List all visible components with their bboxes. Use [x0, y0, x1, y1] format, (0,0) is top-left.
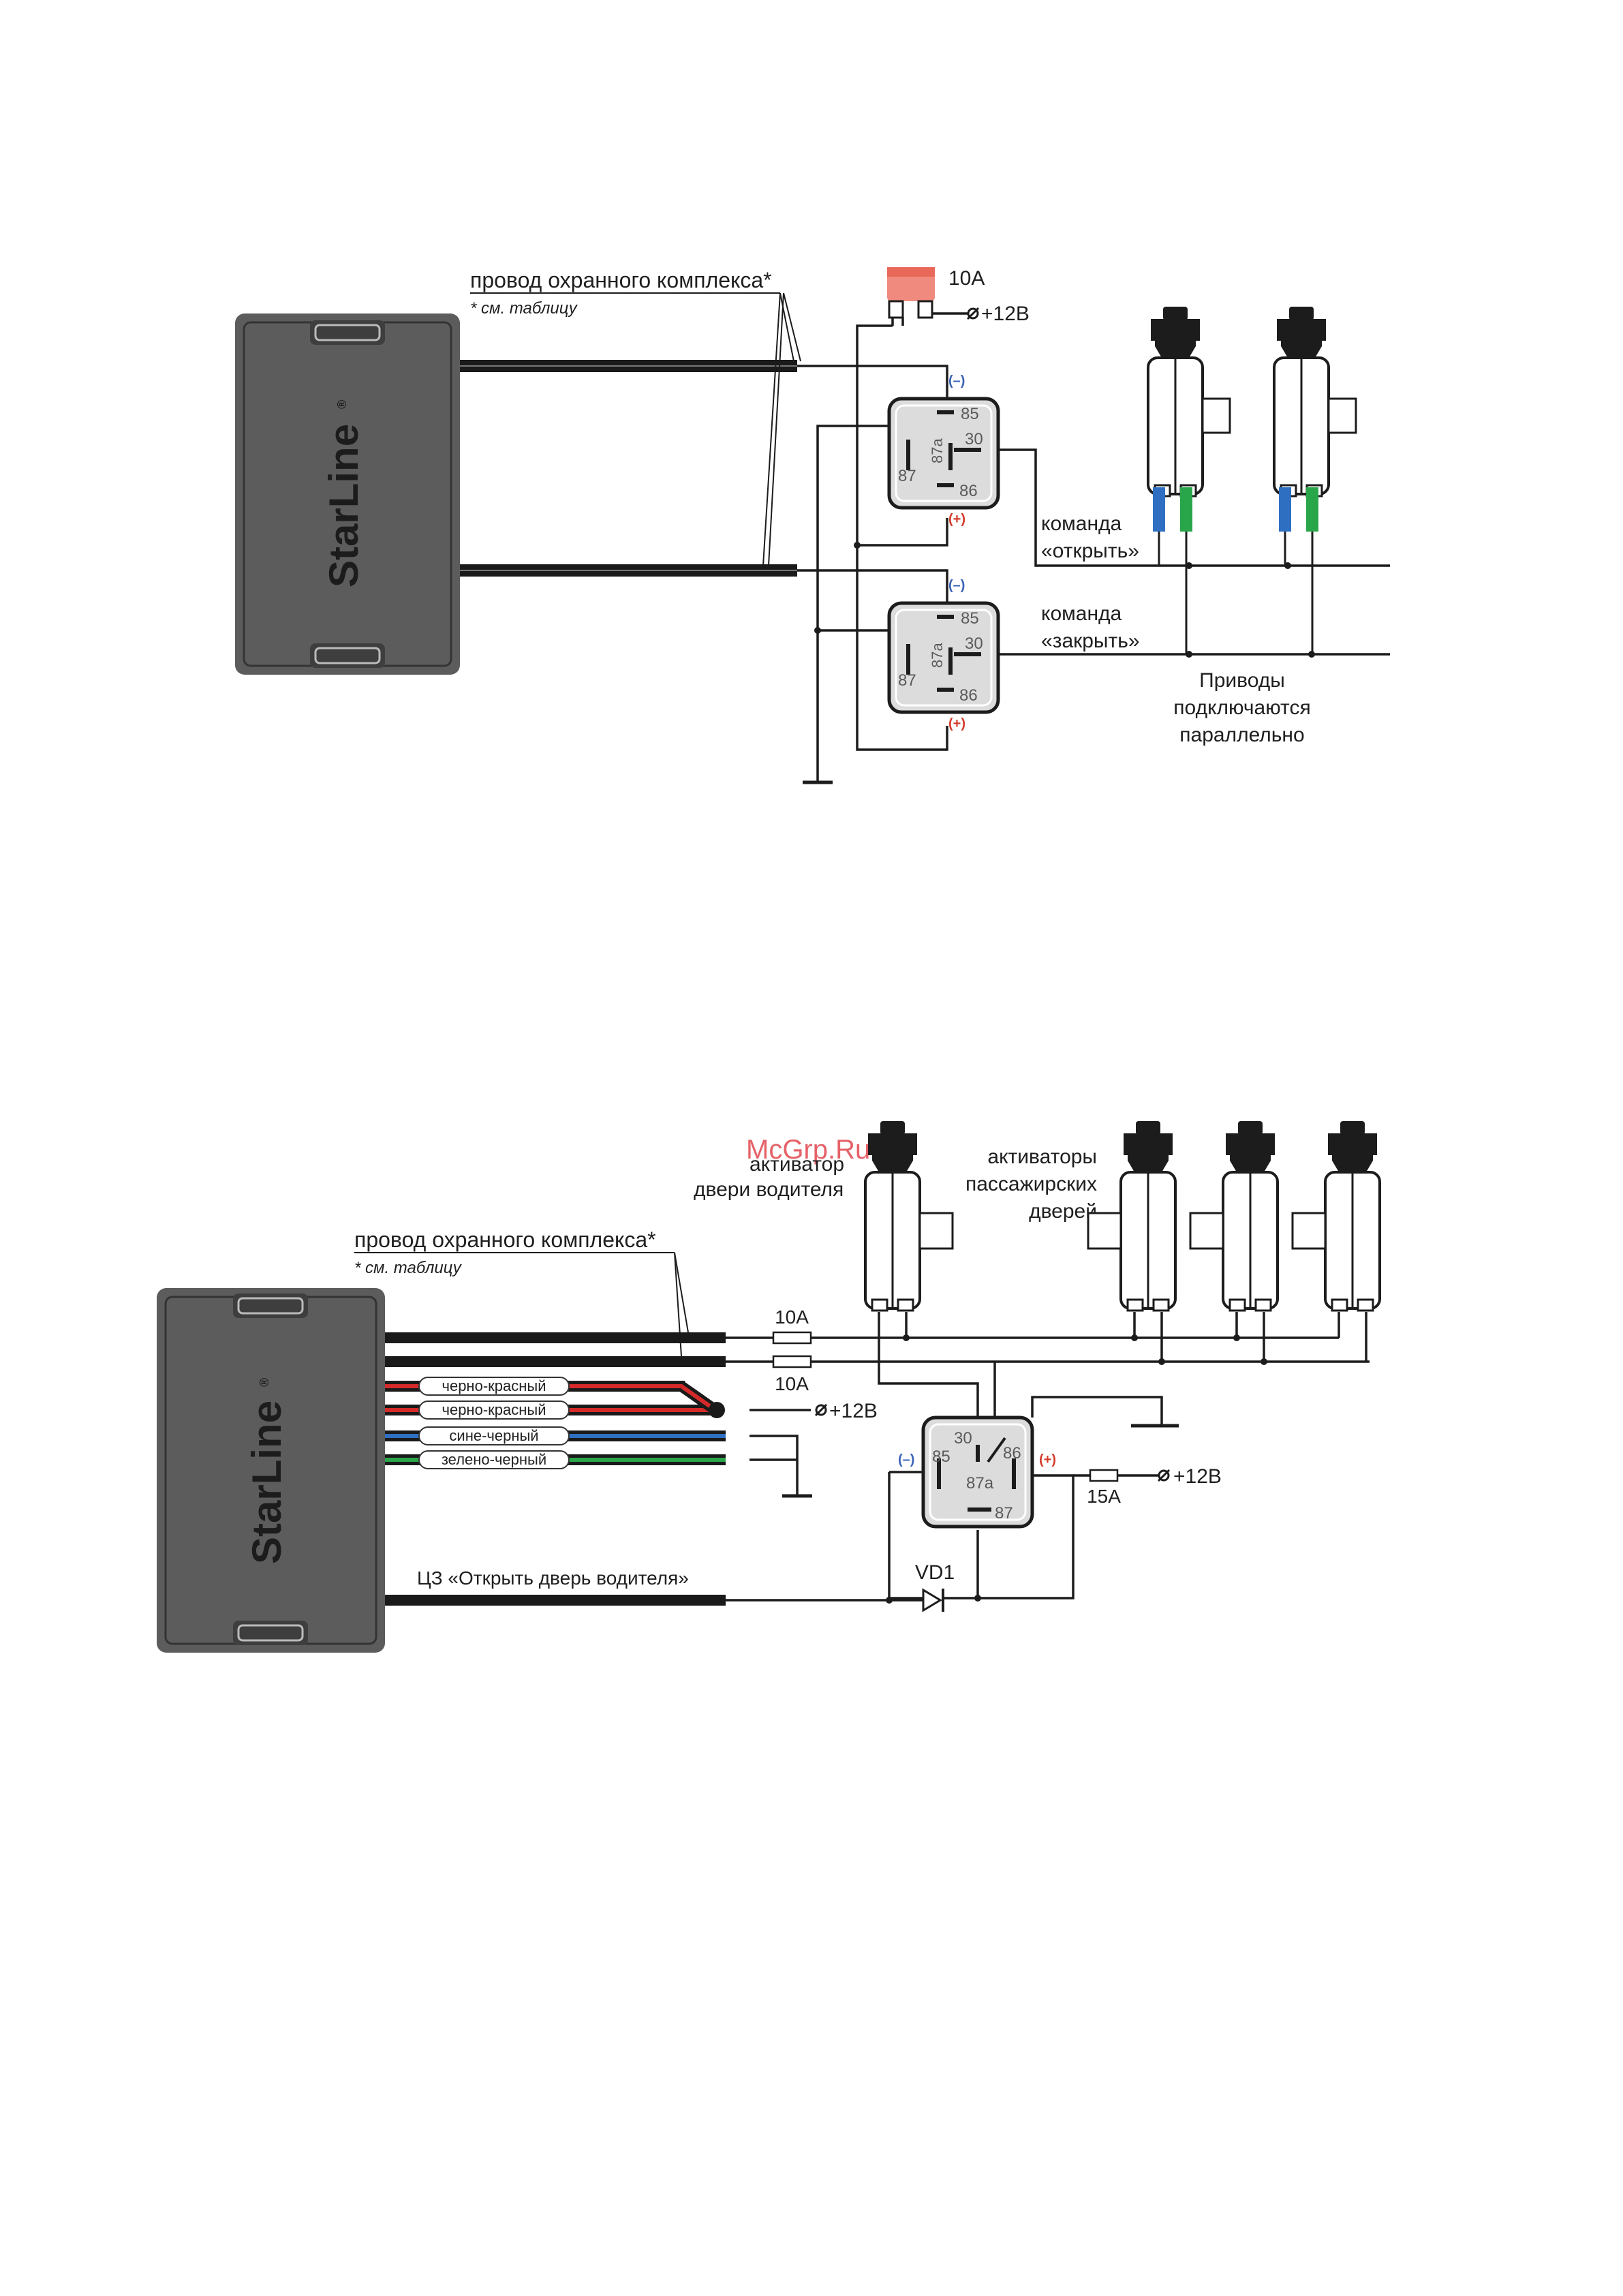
note-line3: параллельно [1179, 724, 1304, 746]
fuse-10a-1 [887, 267, 935, 319]
pin-86-label: 86 [959, 686, 978, 705]
plus12-label-a: +12В [829, 1400, 878, 1422]
pin-30-label: 30 [965, 634, 983, 653]
passenger-actuator-3 [1291, 1120, 1381, 1312]
see-table-note-1: * см. таблицу [470, 299, 578, 318]
reg-mark-2: ® [258, 1378, 271, 1387]
minus-label: (–) [898, 1452, 914, 1467]
reg-mark-1: ® [335, 400, 349, 409]
driver-actuator [864, 1120, 954, 1312]
starline-module-1: StarLine ® [235, 313, 460, 675]
pin-85-label: 85 [932, 1448, 950, 1466]
passenger-actuators-line1: активаторы [987, 1146, 1097, 1168]
actuator-b [1273, 305, 1357, 654]
plus-label: (+) [1039, 1452, 1056, 1467]
brand-logo-1: StarLine [321, 424, 367, 587]
alarm-wires-1 [460, 292, 801, 577]
diode-label: VD1 [915, 1561, 955, 1584]
passenger-actuators-line2: пассажирских [965, 1173, 1097, 1195]
wire-label-pills: черно-красный черно-красный сине-черный … [418, 1377, 570, 1469]
cmd-close-line1: команда [1041, 602, 1122, 625]
passenger-actuator-2 [1189, 1120, 1279, 1312]
pin-87-label: 87 [898, 671, 916, 690]
wire-label: сине-черный [449, 1427, 538, 1444]
driver-actuator-line2: двери водителя [694, 1178, 844, 1201]
actuator-a [1147, 305, 1231, 654]
cmd-open-line2: «открыть» [1041, 540, 1139, 562]
plus-label: (+) [948, 512, 965, 527]
fuse-10a-label-a: 10А [775, 1306, 809, 1328]
fuse-10a-label-b: 10А [775, 1373, 809, 1394]
pin-87-label: 87 [995, 1504, 1013, 1522]
pin-86-label: 86 [1003, 1444, 1021, 1463]
relay-driver: 30 85 86 87a 87 [923, 1418, 1032, 1527]
passenger-actuator-1 [1087, 1120, 1177, 1312]
pin-30-label: 30 [954, 1429, 972, 1448]
relay-close: 85 30 87a 87 86 [889, 603, 998, 712]
wire-label: зелено-черный [442, 1451, 546, 1468]
fuse-15a-label: 15А [1087, 1486, 1121, 1507]
actuator-leads [1133, 1312, 1367, 1362]
wire-label: черно-красный [442, 1377, 546, 1394]
pin-87-label: 87 [898, 467, 916, 485]
starline-module-2: StarLine ® [157, 1288, 385, 1653]
pin-85-label: 85 [961, 609, 979, 628]
plus12-label-b: +12В [1173, 1465, 1222, 1488]
minus-label: (–) [948, 373, 965, 388]
passenger-actuators-line3: дверей [1029, 1200, 1097, 1223]
brand-logo-2: StarLine [244, 1400, 290, 1564]
pin-87a-label: 87a [929, 643, 946, 668]
pin-85-label: 85 [961, 405, 979, 423]
diode-vd1 [922, 1588, 944, 1612]
driver-actuator-line1: активатор [749, 1153, 844, 1176]
watermark: McGrp.Ru [746, 1135, 870, 1165]
cmd-close-line2: «закрыть» [1041, 630, 1140, 652]
pin-87a-label: 87a [929, 438, 946, 463]
pin-30-label: 30 [965, 430, 983, 448]
wire-label: черно-красный [442, 1401, 546, 1418]
cmd-open-line1: команда [1041, 512, 1122, 535]
pin-86-label: 86 [959, 482, 978, 500]
alarm-wire-label-2: провод охранного комплекса* [354, 1227, 656, 1252]
note-line1: Приводы [1199, 669, 1285, 692]
plus12-label-1: +12В [981, 303, 1030, 325]
fuse-label-1: 10А [948, 267, 985, 290]
relay-open: 85 30 87a 87 86 [889, 399, 998, 508]
see-table-note-2: * см. таблицу [354, 1259, 463, 1277]
diagram-1-electric-lock-relays: StarLine ® провод охранного комплекса* *… [235, 267, 1390, 784]
diagram-2-driver-door-unlock: StarLine ® провод охранного комплекса* *… [157, 1120, 1381, 1653]
note-line2: подключаются [1173, 697, 1310, 719]
plus-label: (+) [948, 716, 965, 731]
pin-87a-label: 87a [966, 1474, 994, 1493]
alarm-wire-label-1: провод охранного комплекса* [470, 268, 772, 292]
cz-open-driver-label: ЦЗ «Открыть дверь водителя» [417, 1567, 689, 1589]
minus-label: (–) [948, 578, 965, 593]
